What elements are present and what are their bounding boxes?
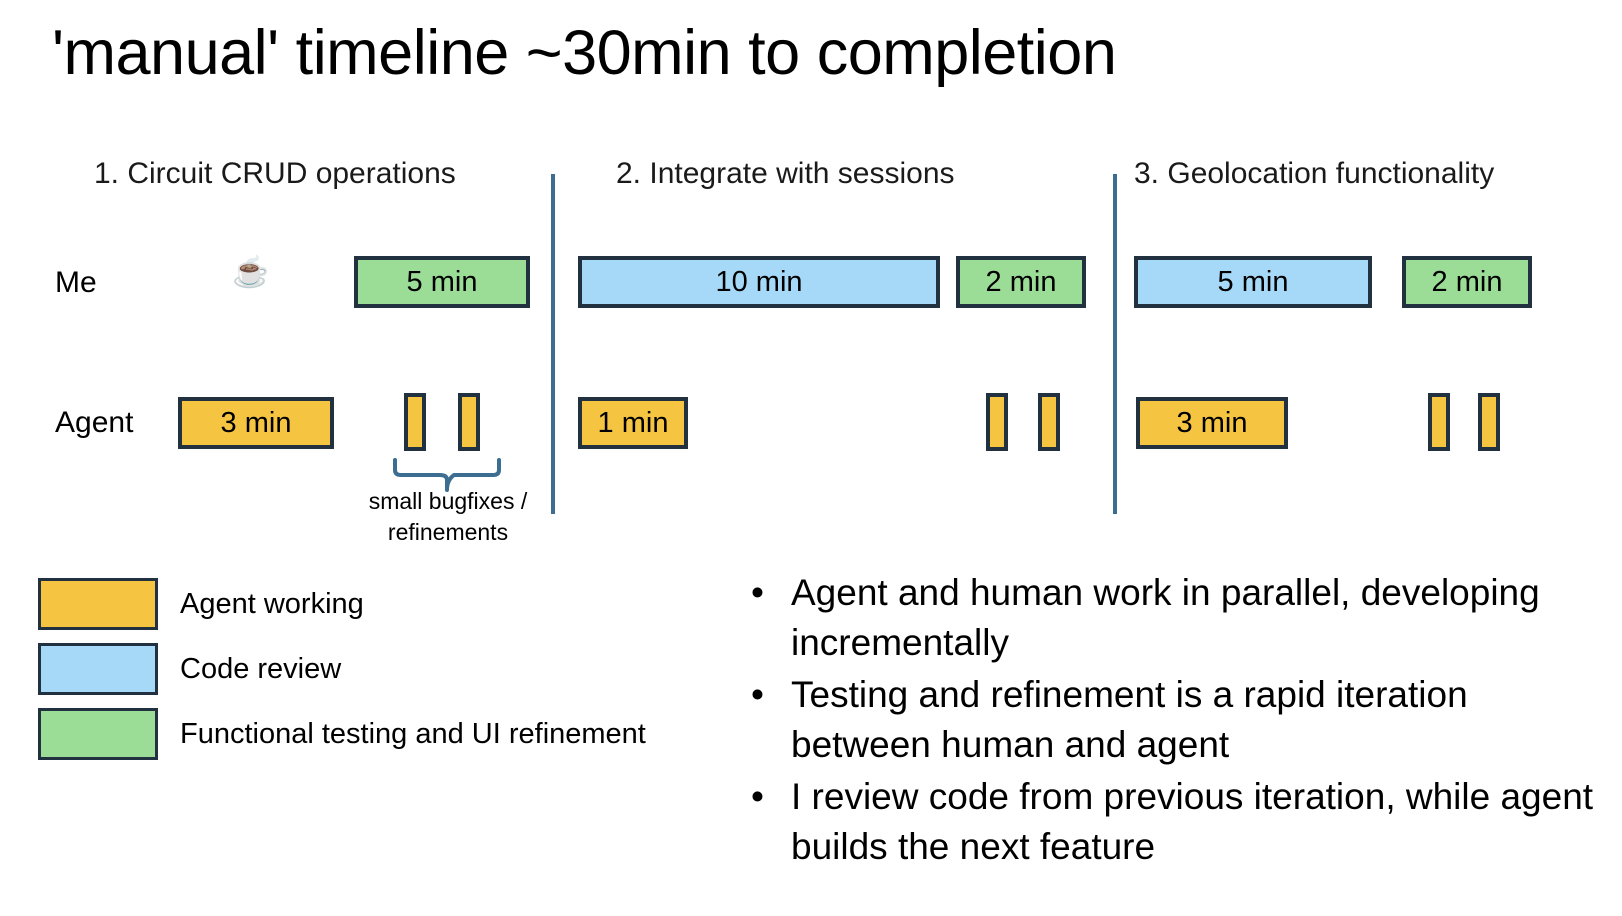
bullet-text-2: Testing and refinement is a rapid iterat…	[791, 674, 1468, 765]
legend-label-functional-testing: Functional testing and UI refinement	[180, 717, 646, 750]
timeline-bar-label: 5 min	[1217, 265, 1289, 298]
section-divider-2	[1113, 174, 1117, 514]
timeline-bar-me-s2-10min[interactable]: 10 min	[578, 256, 940, 308]
list-item: • Testing and refinement is a rapid iter…	[745, 670, 1605, 770]
bullet-marker-icon: •	[751, 776, 764, 817]
legend-item-code-review: Code review	[38, 643, 646, 695]
timeline-bar-label: 3 min	[220, 406, 292, 439]
bullet-marker-icon: •	[751, 674, 764, 715]
bullet-text-1: Agent and human work in parallel, develo…	[791, 572, 1540, 663]
bracket-annotation-label: small bugfixes / refinements	[352, 486, 544, 548]
timeline-bar-me-s1-5min[interactable]: 5 min	[354, 256, 530, 308]
list-item: • I review code from previous iteration,…	[745, 772, 1605, 872]
page-title: 'manual' timeline ~30min to completion	[52, 18, 1117, 88]
section-header-3: 3. Geolocation functionality	[1134, 157, 1495, 190]
section-header-2: 2. Integrate with sessions	[616, 157, 955, 190]
bullet-marker-icon: •	[751, 572, 764, 613]
bracket-label-line-2: refinements	[387, 519, 509, 546]
timeline-bar-me-s2-2min[interactable]: 2 min	[956, 256, 1086, 308]
section-header-1: 1. Circuit CRUD operations	[94, 157, 456, 190]
timeline-bar-agent-s1-3min[interactable]: 3 min	[178, 397, 334, 449]
bracket-annotation-icon	[392, 458, 502, 492]
timeline-bar-agent-s2-tick[interactable]	[986, 393, 1008, 451]
lane-label-me: Me	[55, 266, 97, 299]
timeline-bar-label: 2 min	[1431, 265, 1503, 298]
bracket-label-line-1: small bugfixes /	[368, 488, 528, 514]
list-item: • Agent and human work in parallel, deve…	[745, 568, 1605, 668]
section-divider-1	[551, 174, 555, 514]
timeline-bar-agent-s1-tick[interactable]	[458, 393, 480, 451]
timeline-bar-agent-s1-tick[interactable]	[404, 393, 426, 451]
timeline-bar-label: 1 min	[597, 406, 669, 439]
legend-label-code-review: Code review	[180, 652, 342, 685]
timeline-bar-agent-s3-tick[interactable]	[1478, 393, 1500, 451]
timeline-bar-label: 3 min	[1176, 406, 1248, 439]
lane-label-agent: Agent	[55, 406, 134, 439]
legend-item-agent-working: Agent working	[38, 578, 646, 630]
legend-swatch-code-review	[38, 643, 158, 695]
legend-swatch-functional-testing	[38, 708, 158, 760]
timeline-bar-me-s3-5min[interactable]: 5 min	[1134, 256, 1372, 308]
timeline-bar-agent-s3-tick[interactable]	[1428, 393, 1450, 451]
legend-swatch-agent-working	[38, 578, 158, 630]
timeline-bar-label: 10 min	[715, 265, 803, 298]
legend-item-functional-testing: Functional testing and UI refinement	[38, 708, 646, 760]
bullet-text-3: I review code from previous iteration, w…	[791, 776, 1594, 867]
timeline-bar-label: 5 min	[406, 265, 478, 298]
timeline-bar-agent-s3-3min[interactable]: 3 min	[1136, 397, 1288, 449]
legend-label-agent-working: Agent working	[180, 587, 364, 620]
coffee-cup-icon: ☕	[232, 256, 270, 289]
bullet-list: • Agent and human work in parallel, deve…	[745, 568, 1605, 874]
timeline-bar-label: 2 min	[985, 265, 1057, 298]
timeline-bar-agent-s2-tick[interactable]	[1038, 393, 1060, 451]
timeline-bar-me-s3-2min[interactable]: 2 min	[1402, 256, 1532, 308]
legend: Agent working Code review Functional tes…	[38, 578, 646, 773]
timeline-bar-agent-s2-1min[interactable]: 1 min	[578, 397, 688, 449]
